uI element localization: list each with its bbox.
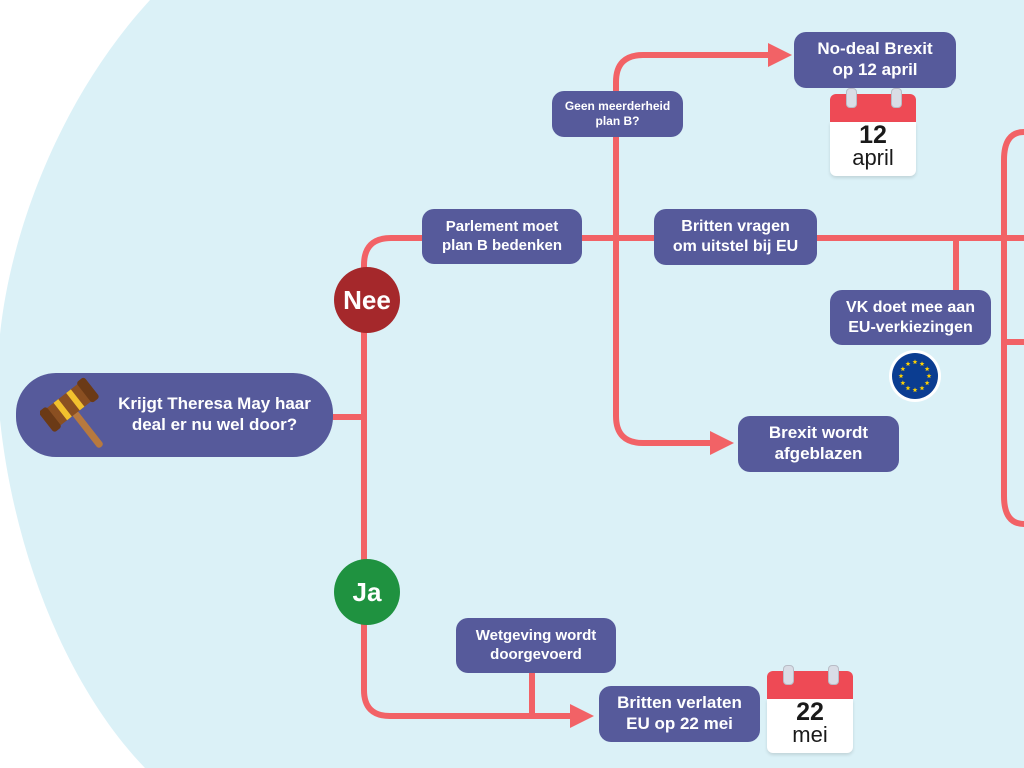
- eu-star-icon: [905, 385, 911, 391]
- calendar-mei-day: 22: [796, 698, 824, 726]
- plan-b-node: Parlement moet plan B bedenken: [422, 209, 582, 264]
- calendar-april-month: april: [852, 145, 894, 170]
- geen-meerderheid-node: Geen meerderheid plan B?: [552, 91, 683, 137]
- eu-star-icon: [900, 380, 906, 386]
- wetgeving-node: Wetgeving wordt doorgevoerd: [456, 618, 616, 673]
- calendar-mei-icon: 22 mei: [767, 665, 853, 753]
- start-question-label: Krijgt Theresa May haar deal er nu wel d…: [118, 394, 311, 434]
- nee-decision: Nee: [334, 267, 400, 333]
- eu-star-icon: [912, 359, 918, 365]
- no-deal-brexit-node: No-deal Brexit op 12 april: [794, 32, 956, 88]
- brexit-afgeblazen-node: Brexit wordt afgeblazen: [738, 416, 899, 472]
- gavel-icon: [40, 377, 103, 448]
- eu-star-icon: [924, 366, 930, 372]
- arrowhead-verlaten: [570, 704, 594, 728]
- connector-right-branch: [1001, 129, 1024, 527]
- eu-star-icon: [912, 387, 918, 393]
- eu-star-icon: [919, 361, 925, 366]
- arrowhead-afgeblazen: [710, 431, 734, 455]
- arrowhead-no-deal: [768, 43, 792, 67]
- eu-verkiezingen-node: VK doet mee aan EU-verkiezingen: [830, 290, 991, 345]
- eu-star-icon: [898, 373, 904, 379]
- connector-trunk-up: [361, 235, 1024, 420]
- calendar-mei-month: mei: [792, 722, 828, 747]
- eu-star-icon: [905, 361, 911, 366]
- start-question-node: Krijgt Theresa May haar deal er nu wel d…: [16, 373, 333, 457]
- connector-afgeblazen: [613, 235, 715, 446]
- eu-flag-icon: [889, 350, 941, 402]
- eu-star-icon: [900, 366, 906, 372]
- ja-decision: Ja: [334, 559, 400, 625]
- connector-no-deal: [613, 52, 773, 241]
- connector-trunk-down: [361, 414, 573, 719]
- uitstel-node: Britten vragen om uitstel bij EU: [654, 209, 817, 265]
- eu-star-icon: [924, 380, 930, 386]
- britten-verlaten-node: Britten verlaten EU op 22 mei: [599, 686, 760, 742]
- calendar-april-icon: 12 april: [830, 88, 916, 176]
- calendar-april-day: 12: [859, 121, 887, 149]
- eu-star-icon: [919, 385, 925, 391]
- eu-star-icon: [926, 373, 932, 379]
